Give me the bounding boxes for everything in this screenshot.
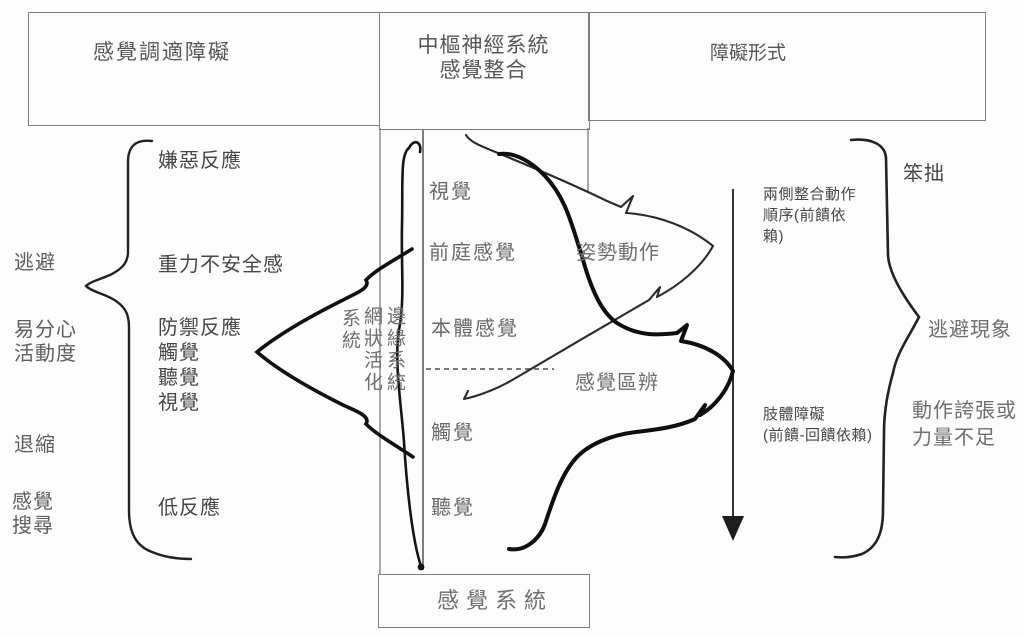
label-bilateral-integration: 兩側整合動作 順序(前饋依 賴) bbox=[763, 184, 889, 247]
label-avoidance-phenomenon: 逃避現象 bbox=[928, 319, 1012, 341]
label-somatodyspraxia: 肢體障礙 (前饋-回饋依賴) bbox=[763, 404, 898, 446]
right-brace bbox=[833, 138, 921, 559]
label-tactile: 觸覺 bbox=[158, 342, 200, 364]
axis-line-end-blob bbox=[417, 563, 425, 571]
label-posture-movement: 姿勢動作 bbox=[576, 242, 660, 264]
hand-drawn-axis-line bbox=[395, 140, 423, 568]
label-activity-level: 活動度 bbox=[14, 343, 77, 365]
label-cns-proprioception: 本體感覺 bbox=[431, 318, 519, 340]
down-arrow-head bbox=[722, 516, 744, 541]
label-limbic-system: 邊緣系統 bbox=[384, 306, 405, 394]
label-exaggerated-line2: 力量不足 bbox=[912, 427, 996, 449]
label-cns-touch: 觸覺 bbox=[431, 422, 475, 444]
header-box-disorder-forms bbox=[588, 12, 986, 121]
header-cns-line2: 感覺整合 bbox=[439, 59, 528, 82]
label-cns-vision: 視覺 bbox=[429, 181, 473, 203]
label-distractible: 易分心 bbox=[14, 319, 77, 341]
label-gravitational-insecurity: 重力不安全感 bbox=[158, 254, 284, 276]
label-clumsy: 笨拙 bbox=[903, 163, 945, 185]
label-auditory: 聽覺 bbox=[158, 367, 200, 389]
header-box-cns bbox=[379, 12, 590, 130]
label-escape: 逃避 bbox=[14, 252, 56, 274]
label-bilateral-line3: 賴) bbox=[763, 228, 784, 245]
left-brace bbox=[84, 139, 193, 561]
label-aversive-response: 嫌惡反應 bbox=[158, 150, 242, 172]
label-cns-hearing: 聽覺 bbox=[431, 497, 475, 519]
label-exaggerated-movement: 動作誇張或 力量不足 bbox=[912, 398, 1022, 452]
header-cns-label: 中樞神經系統 感覺整合 bbox=[379, 33, 588, 83]
label-sensory-seeking-line1: 感覺 bbox=[12, 491, 54, 513]
label-exaggerated-line1: 動作誇張或 bbox=[912, 400, 1017, 422]
header-disorder-forms-label: 障礙形式 bbox=[710, 43, 787, 64]
label-bilateral-line2: 順序(前饋依 bbox=[763, 207, 846, 224]
label-reticular-system-col2: 系統 bbox=[339, 308, 360, 352]
label-cns-vestibular: 前庭感覺 bbox=[429, 242, 517, 264]
label-sensory-discrimination: 感覺區辨 bbox=[575, 372, 659, 394]
label-sensory-seeking-line2: 搜尋 bbox=[12, 515, 54, 537]
label-somato-line2: (前饋-回饋依賴) bbox=[763, 427, 873, 444]
sensory-systems-box bbox=[378, 574, 590, 628]
left-flow-arrow bbox=[254, 247, 415, 459]
header-box-modulation bbox=[28, 12, 380, 126]
label-hyporesponsive: 低反應 bbox=[158, 497, 221, 519]
sensory-systems-label: 感覺系統 bbox=[437, 588, 554, 613]
label-sensory-seeking: 感覺 搜尋 bbox=[12, 490, 72, 538]
label-withdrawal: 退縮 bbox=[14, 434, 56, 456]
label-somato-line1: 肢體障礙 bbox=[763, 406, 826, 423]
header-cns-line1: 中樞神經系統 bbox=[417, 34, 550, 57]
header-modulation-label: 感覺調適障礙 bbox=[93, 41, 231, 64]
label-reticular-activation-col1: 網狀活化 bbox=[361, 306, 382, 394]
praxis-flow-arrow bbox=[497, 151, 735, 552]
label-visual: 視覺 bbox=[158, 392, 200, 414]
posture-flow-arrow bbox=[462, 133, 715, 401]
label-defensive-response: 防禦反應 bbox=[158, 317, 242, 339]
label-bilateral-line1: 兩側整合動作 bbox=[763, 186, 857, 203]
